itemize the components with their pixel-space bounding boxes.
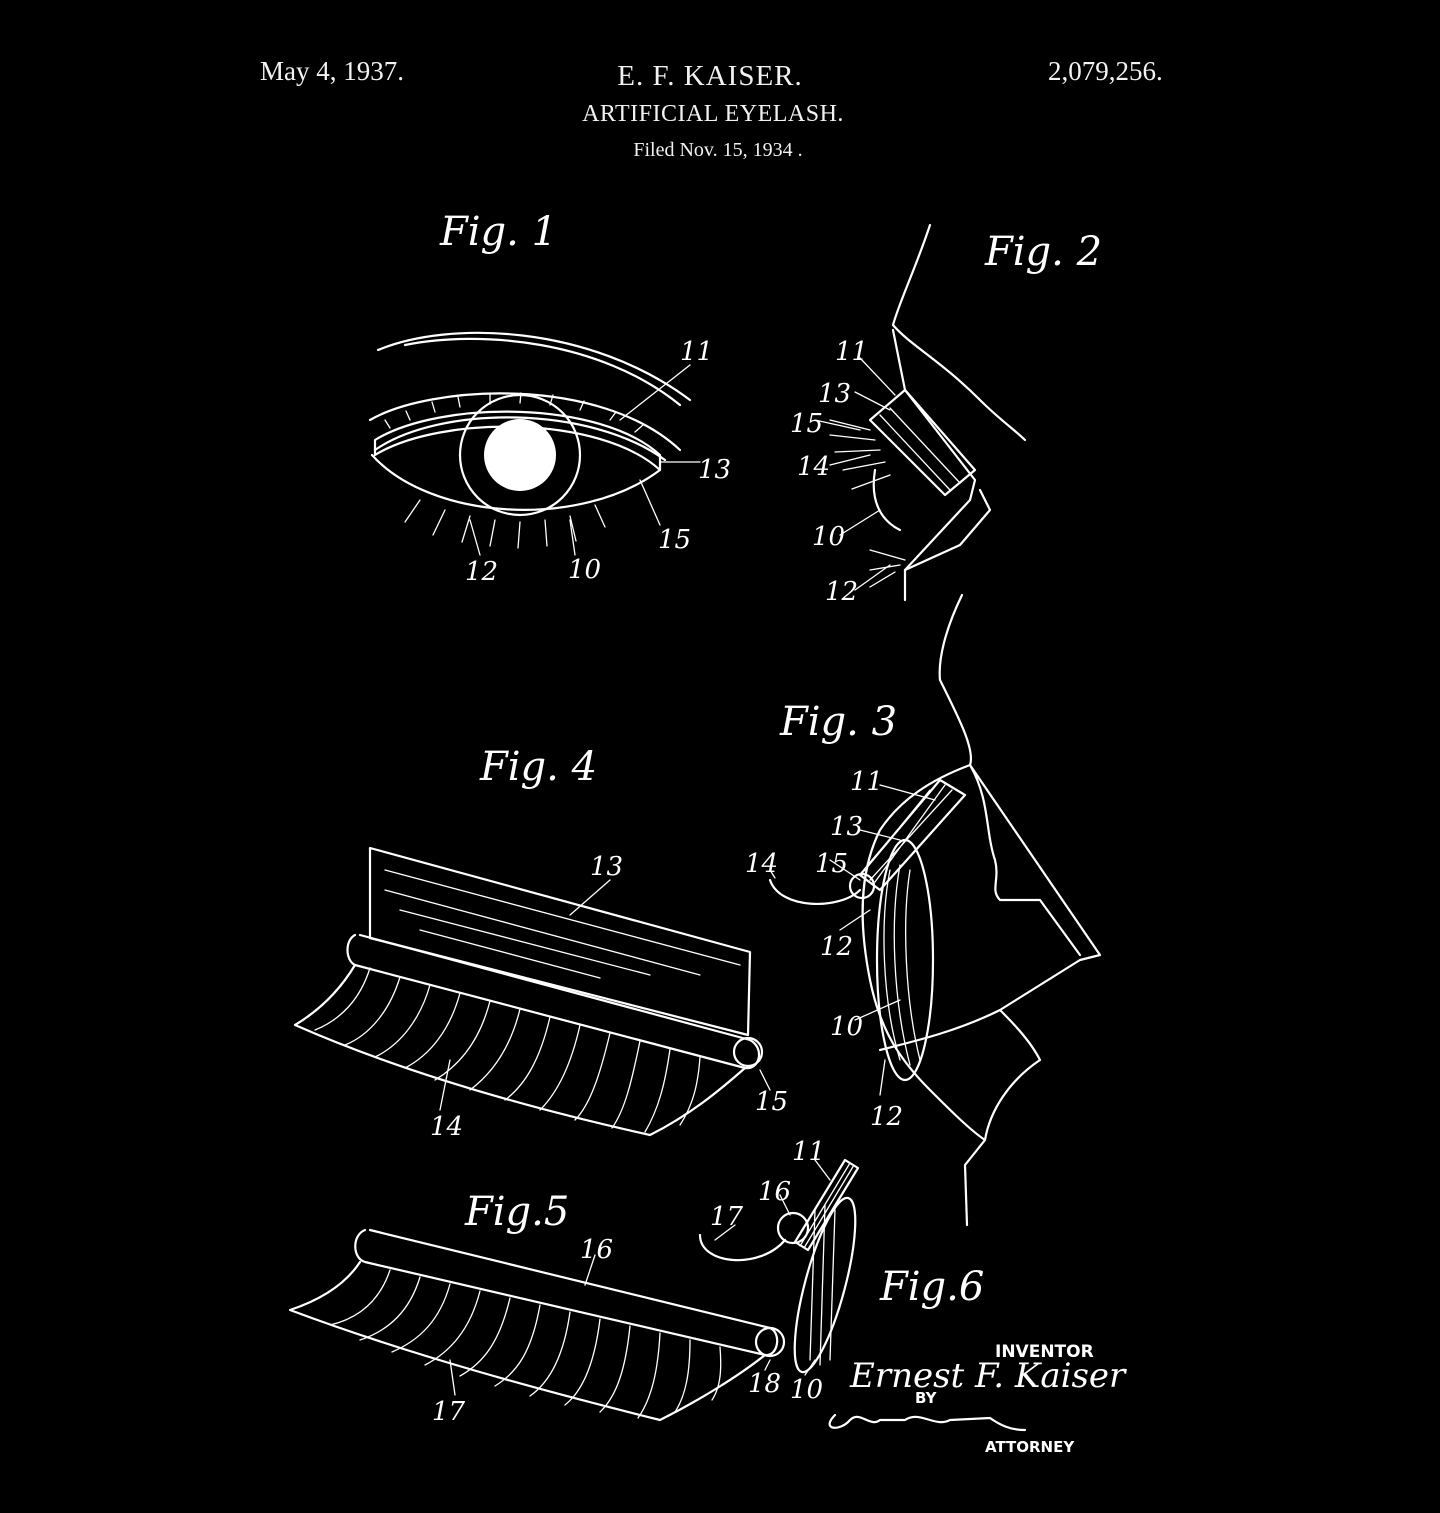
fig1-lower-lashes (404, 499, 606, 549)
fig2-ref-15: 15 (790, 409, 823, 439)
fig2-profile-lid (891, 328, 977, 602)
fig1-pupil (484, 419, 556, 491)
fig3-cornea-hatch (883, 864, 921, 1066)
fig1-label: Fig. 1 (439, 209, 557, 255)
fig6-ref-16: 16 (758, 1177, 791, 1207)
fig5-label: Fig.5 (464, 1189, 569, 1235)
figure-1: Fig. 1 11 13 15 10 12 (368, 209, 731, 587)
figure-3: Fig. 3 11 13 14 15 12 10 12 (745, 593, 1102, 1227)
fig4-lash-fringe (293, 963, 747, 1137)
fig4-leader-lines (439, 879, 771, 1111)
fig6-ref-17: 17 (710, 1202, 744, 1232)
fig3-lash-curve (768, 878, 862, 906)
fig6-eyeball-hatch (809, 1204, 836, 1366)
fig2-upper-lashes (829, 419, 891, 490)
attorney-caption: ATTORNEY (985, 1438, 1075, 1456)
fig4-ref-13: 13 (590, 852, 623, 882)
fig6-ref-11: 11 (792, 1137, 825, 1167)
fig2-strip-hatch (879, 407, 961, 491)
filing-date: Filed Nov. 15, 1934 . (633, 139, 803, 161)
signature-block: INVENTOR Ernest F. Kaiser BY ATTORNEY (828, 1342, 1127, 1456)
fig5-ref-18: 18 (748, 1369, 781, 1399)
fig4-label: Fig. 4 (479, 744, 597, 790)
fig6-leader-lines (714, 1159, 831, 1376)
fig4-lash-hairs (314, 967, 701, 1133)
fig3-ref-15: 15 (815, 849, 848, 879)
fig1-iris (458, 393, 582, 517)
fig1-upper-lid (368, 392, 682, 452)
fig2-lash-strip (868, 388, 977, 497)
fig1-ref-15: 15 (658, 525, 691, 555)
patent-title: ARTIFICIAL EYELASH. (582, 101, 844, 127)
fig3-label: Fig. 3 (779, 699, 897, 745)
fig3-profile (938, 593, 1102, 1227)
fig1-upper-lashes (384, 392, 644, 433)
fig2-ref-14: 14 (797, 452, 830, 482)
figure-5: Fig.5 16 17 18 (288, 1189, 786, 1427)
fig4-bead-roll (346, 933, 761, 1070)
fig3-bead (848, 872, 876, 900)
fig6-label: Fig.6 (879, 1264, 984, 1310)
fig1-eyebrow-inner (403, 337, 682, 407)
fig3-ref-11: 11 (850, 767, 883, 797)
figure-4: Fig. 4 13 14 15 (293, 744, 788, 1142)
fig2-label: Fig. 2 (984, 229, 1102, 275)
figure-6: Fig.6 11 16 17 10 (698, 1137, 984, 1405)
fig3-ref-10: 10 (830, 1012, 863, 1042)
fig5-ref-16: 16 (580, 1235, 613, 1265)
fig2-ref-10: 10 (812, 522, 845, 552)
fig5-leader-lines (449, 1254, 771, 1396)
fig4-plate-hatch (384, 869, 741, 979)
attorney-signature (828, 1413, 1027, 1432)
inventor-caption: INVENTOR (995, 1342, 1094, 1362)
fig5-ref-17: 17 (432, 1397, 466, 1427)
fig3-upper-lid-section (968, 763, 1082, 957)
patent-number: 2,079,256. (1048, 56, 1163, 86)
fig6-ref-10: 10 (790, 1375, 823, 1405)
fig4-backing-plate (368, 846, 752, 1037)
fig3-eyeball (861, 763, 987, 1142)
inventor-header: E. F. KAISER. (617, 60, 803, 92)
fig3-strip-hatch (864, 784, 953, 883)
fig3-ref-14: 14 (745, 849, 778, 879)
fig1-ref-13: 13 (698, 455, 731, 485)
fig5-lash-fringe (288, 1260, 767, 1422)
fig6-eyeball-section (793, 1196, 857, 1374)
fig4-ref-15: 15 (755, 1087, 788, 1117)
fig1-lower-lid (370, 453, 662, 511)
fig3-leader-lines (769, 784, 936, 1096)
fig2-profile-cheek (903, 488, 992, 572)
fig2-ref-12: 12 (825, 577, 858, 607)
fig2-ref-11: 11 (835, 337, 868, 367)
fig2-leader-lines (814, 357, 896, 591)
fig1-ref-12: 12 (465, 557, 498, 587)
fig1-lid-crease (373, 416, 667, 462)
fig2-profile-brow (891, 223, 1027, 442)
fig1-ref-11: 11 (680, 337, 713, 367)
figure-2: Fig. 2 11 13 15 14 10 12 (790, 223, 1102, 607)
fig1-ref-10: 10 (568, 555, 601, 585)
inventor-signature: Ernest F. Kaiser (849, 1356, 1127, 1396)
fig4-bead-end (732, 1036, 764, 1068)
fig3-ref-12-upper: 12 (820, 932, 853, 962)
fig4-ref-14: 14 (430, 1112, 463, 1142)
fig3-ref-13: 13 (830, 812, 863, 842)
fig1-eyebrow (376, 331, 692, 402)
fig6-lash-curve (698, 1233, 787, 1262)
fig5-lash-hairs (329, 1269, 722, 1419)
fig3-lower-lid (878, 1008, 1002, 1052)
fig2-lower-lashes (869, 549, 906, 588)
fig2-eyeball (872, 468, 902, 532)
patent-date: May 4, 1937. (260, 56, 404, 86)
fig3-ref-12-lower: 12 (870, 1102, 903, 1132)
by-caption: BY (915, 1389, 938, 1407)
fig1-leader-lines (469, 364, 701, 556)
fig5-bead-end (754, 1326, 786, 1358)
fig6-bead (776, 1211, 810, 1245)
fig2-ref-13: 13 (818, 379, 851, 409)
